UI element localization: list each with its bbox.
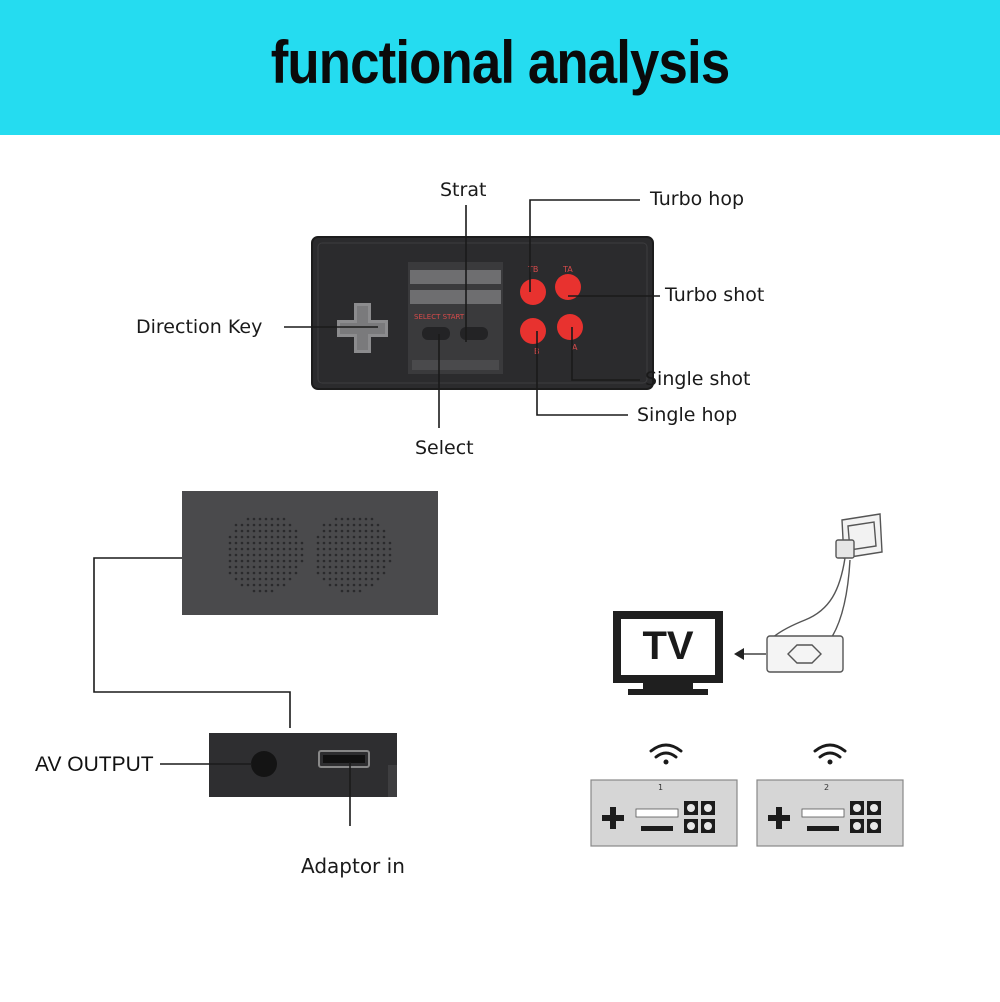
title-banner: functional analysis <box>0 0 1000 135</box>
console-connector-lines <box>93 557 351 826</box>
page-title: functional analysis <box>270 29 730 96</box>
wall-outlet-icon <box>769 513 883 641</box>
speaker-grille <box>228 517 392 593</box>
controller-illustration: SELECT START TB TA B A <box>311 236 654 390</box>
mini-controller-2 <box>756 779 904 847</box>
label-adaptor-in: Adaptor in <box>301 854 405 878</box>
tv-label: TV <box>642 624 694 668</box>
player-1-label: 1 <box>658 783 664 792</box>
console-back-view <box>209 733 397 797</box>
wifi-icon <box>813 743 847 765</box>
svg-text:TB: TB <box>527 265 538 274</box>
tv-icon <box>613 611 723 695</box>
player-2-label: 2 <box>824 783 830 792</box>
controller-callouts <box>284 199 660 428</box>
label-strat: Strat <box>440 179 487 201</box>
label-direction-key: Direction Key <box>136 316 263 338</box>
label-av-output: AV OUTPUT <box>35 753 154 776</box>
wifi-icon <box>649 743 683 765</box>
svg-text:SELECT START: SELECT START <box>414 313 465 321</box>
console-box-icon <box>766 635 844 673</box>
label-turbo-shot: Turbo shot <box>665 284 765 306</box>
svg-text:A: A <box>572 343 578 352</box>
svg-text:TA: TA <box>562 265 573 274</box>
label-turbo-hop: Turbo hop <box>650 188 745 210</box>
console-top-view <box>182 491 438 615</box>
mini-controller-1 <box>590 779 738 847</box>
label-single-shot: Single shot <box>645 368 751 390</box>
input-arrow-icon <box>734 648 766 660</box>
label-select: Select <box>415 437 474 459</box>
action-buttons: TB TA B A <box>520 265 583 356</box>
label-single-hop: Single hop <box>637 404 738 426</box>
direction-pad <box>337 303 388 353</box>
